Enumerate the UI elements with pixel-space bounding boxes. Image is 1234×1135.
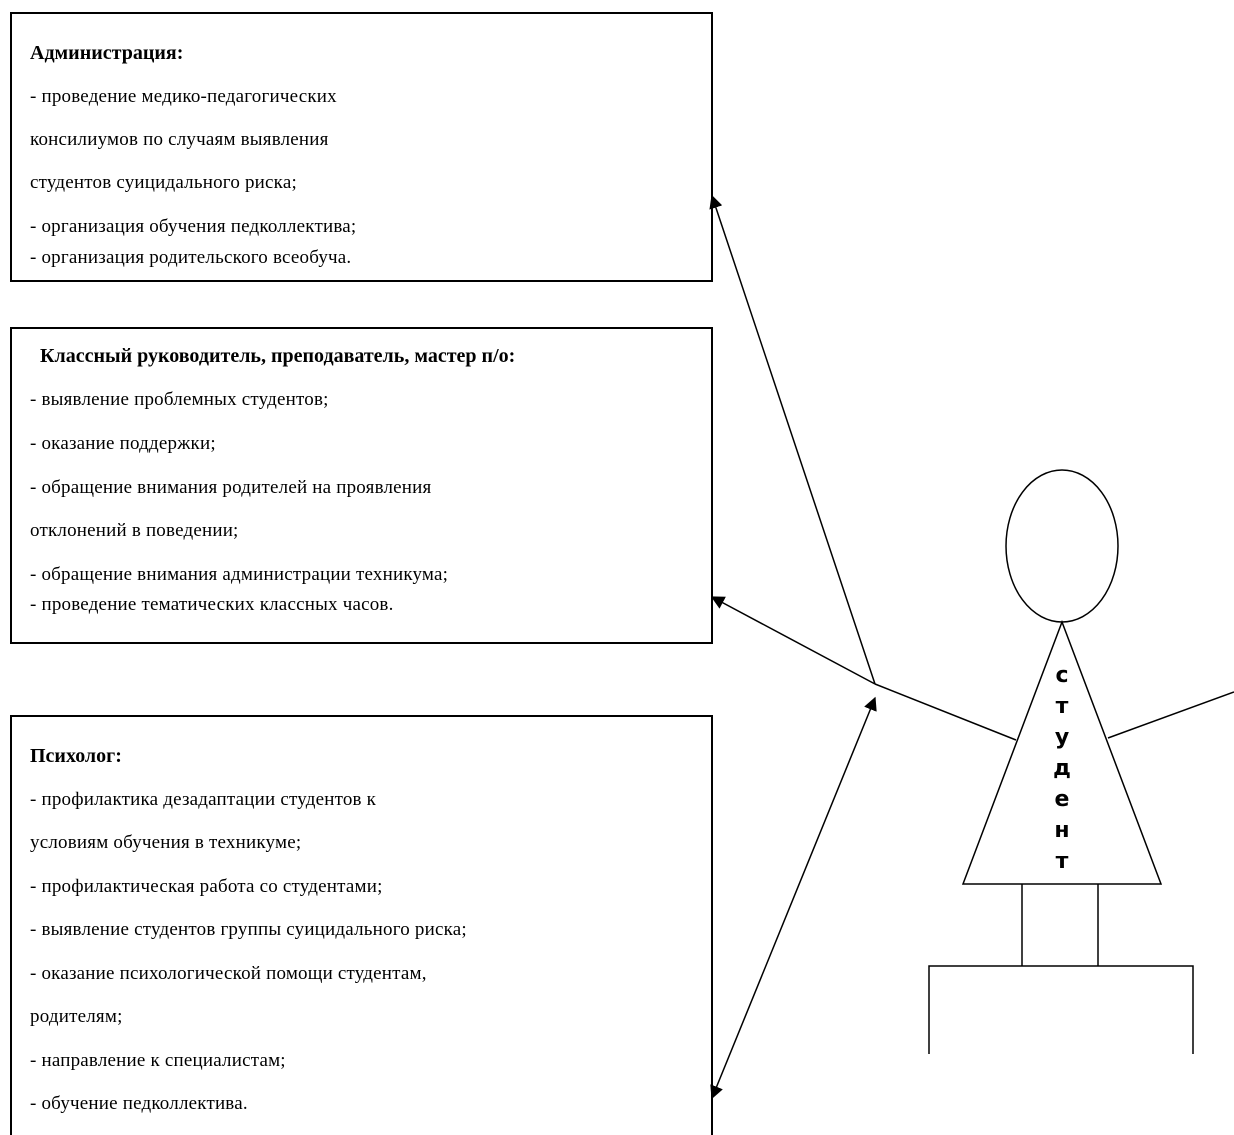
administration-line: консилиумов по случаям выявления [30,129,329,150]
class-teacher-title: Классный руководитель, преподаватель, ма… [40,345,516,367]
figure-body [961,619,1163,885]
figure-left-arm [874,683,1017,741]
psychologist-line: - профилактика дезадаптации студентов к [30,789,377,810]
administration-box: Администрация: - проведение медико-педаг… [10,12,713,282]
psychologist-line: условиям обучения в техникуме; [30,832,302,853]
psychologist-line: - профилактическая работа со студентами; [30,876,383,897]
psychologist-line: - оказание психологической помощи студен… [30,963,427,984]
psychologist-line: - направление к специалистам; [30,1050,286,1071]
class-teacher-box: Классный руководитель, преподаватель, ма… [10,327,713,644]
figure-head [1005,469,1119,623]
class-teacher-line: - обращение внимания родителей на проявл… [30,477,432,498]
psychologist-line: - выявление студентов группы суицидально… [30,919,467,940]
administration-title: Администрация: [30,42,184,64]
figure-letter: т [1056,694,1069,719]
arrow-to-psychologist [710,696,877,1100]
arrow-to-class-teacher [710,596,876,685]
psychologist-box: Психолог: - профилактика дезадаптации ст… [10,715,713,1135]
figure-pedestal [928,965,1194,1054]
administration-line: - организация родительского всеобуча. [30,247,352,268]
administration-line: студентов суицидального риска; [30,172,297,193]
administration-line: - организация обучения педколлектива; [30,216,357,237]
psychologist-line: родителям; [30,1006,123,1027]
class-teacher-line: отклонений в поведении; [30,520,239,541]
psychologist-title: Психолог: [30,745,122,767]
figure-right-arm [1107,691,1234,739]
figure-letter: н [1054,818,1069,843]
arrow-to-administration [709,194,876,685]
psychologist-line: - обучение педколлектива. [30,1093,248,1114]
administration-line: - проведение медико-педагогических [30,86,337,107]
class-teacher-line: - выявление проблемных студентов; [30,389,329,410]
figure-letter: у [1055,725,1069,750]
figure-letter: т [1056,849,1069,874]
class-teacher-line: - обращение внимания администрации техни… [30,564,449,585]
figure-letter: д [1053,756,1071,781]
class-teacher-line: - оказание поддержки; [30,433,216,454]
figure-letter: е [1055,787,1070,812]
class-teacher-line: - проведение тематических классных часов… [30,594,394,615]
figure-letter: с [1055,663,1068,688]
